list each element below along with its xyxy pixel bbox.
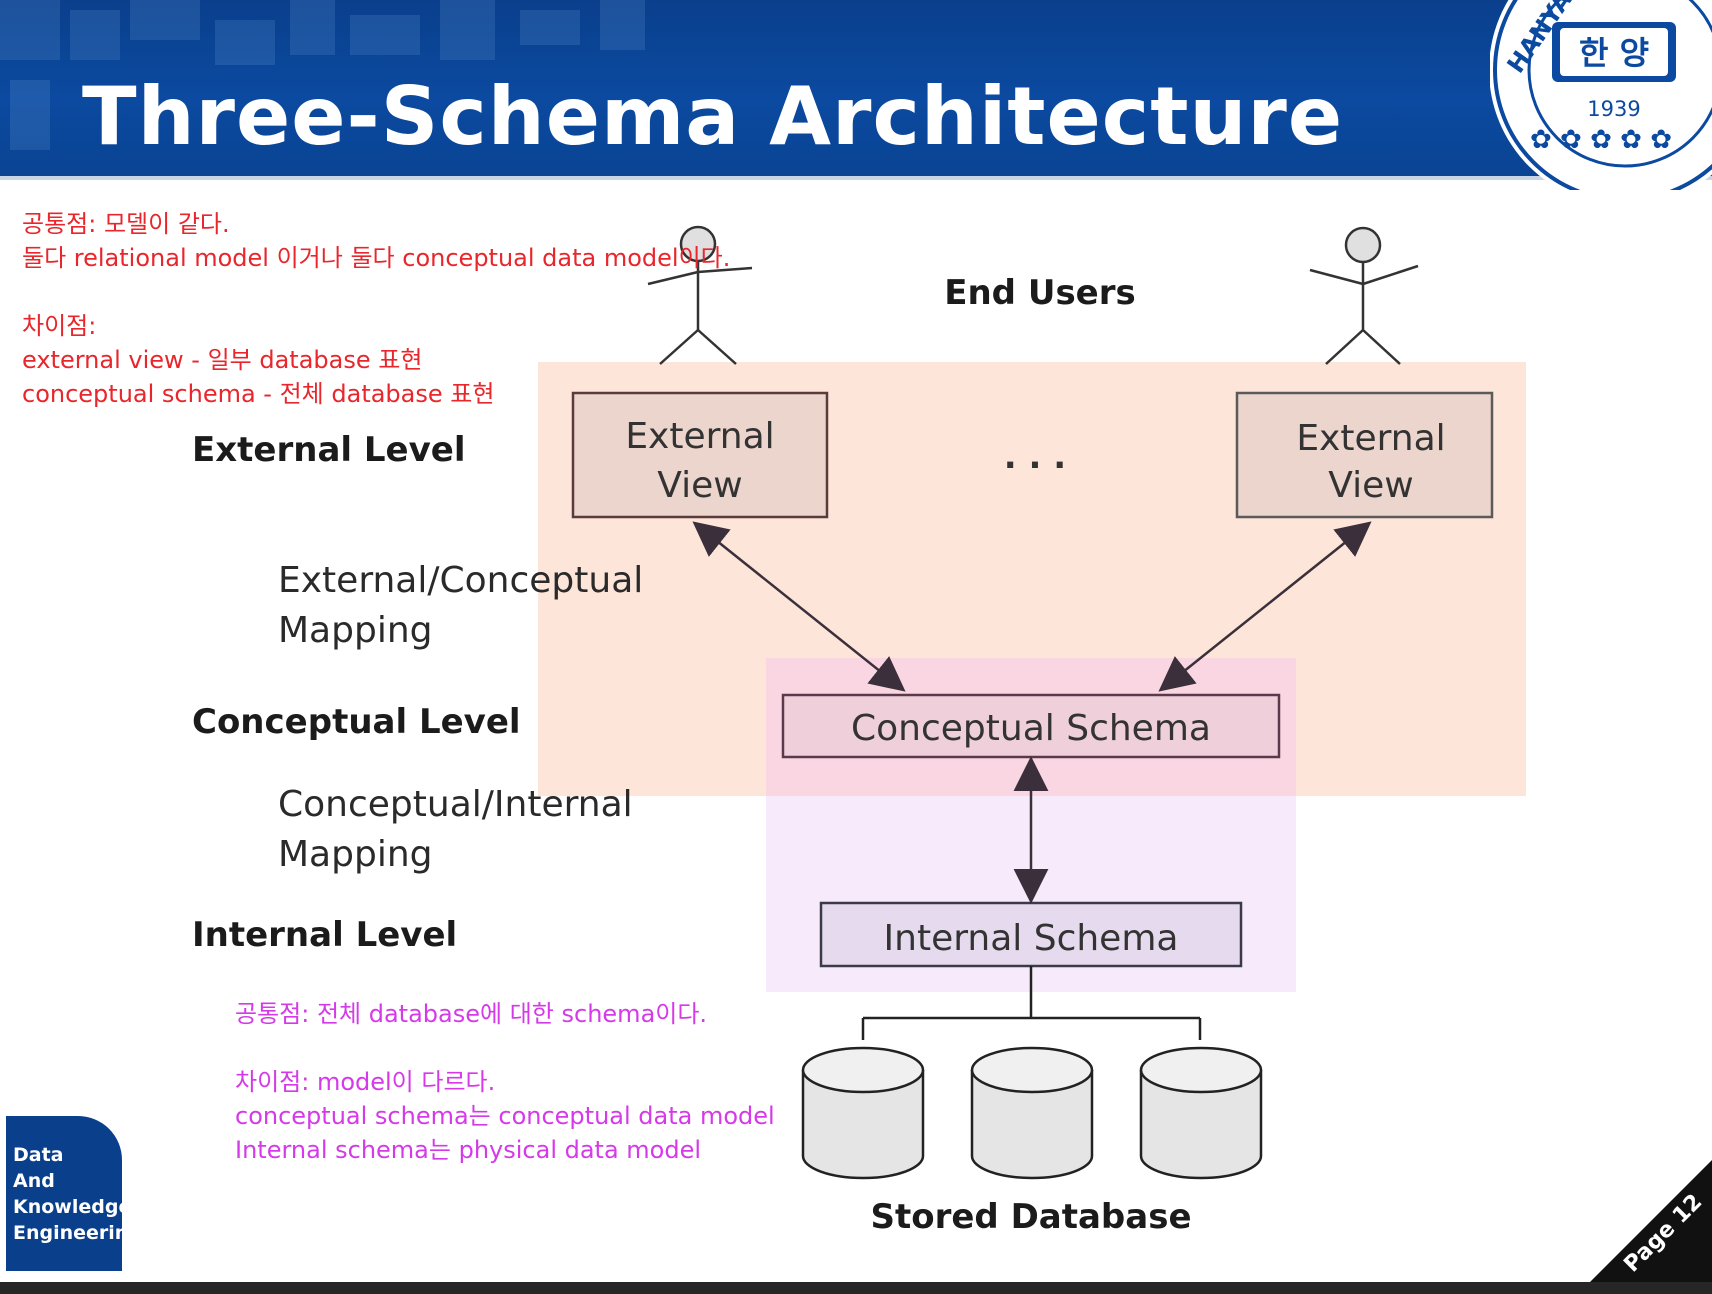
internal-schema-label: Internal Schema	[884, 918, 1179, 959]
database-connector-lines	[861, 966, 1202, 1040]
end-user-figure-2	[1309, 226, 1419, 365]
lab-name-line-3: Knowledge	[13, 1196, 132, 1218]
top-note-line-1: 공통점: 모델이 같다.	[22, 210, 230, 238]
footer-bar	[0, 1282, 1712, 1294]
end-user-figure-1	[647, 225, 753, 365]
stored-database-label: Stored Database	[870, 1197, 1191, 1237]
mapping-arrow-right	[1158, 521, 1372, 692]
bottom-note-line-4: conceptual schema는 conceptual data model	[235, 1102, 775, 1130]
database-cylinder-1	[801, 1046, 925, 1180]
bottom-annotation: 공통점: 전체 database에 대한 schema이다. 차이점: mode…	[235, 997, 775, 1167]
external-view-box-1	[571, 391, 829, 519]
page-title: Three-Schema Architecture	[82, 70, 1344, 163]
top-note-line-6: conceptual schema - 전체 database 표현	[22, 380, 495, 408]
slide-header: Three-Schema Architecture	[0, 0, 1712, 180]
seal-year: 1939	[1587, 97, 1640, 121]
database-cylinder-2	[970, 1046, 1094, 1180]
internal-level-label: Internal Level	[192, 915, 458, 955]
ellipsis-label: . . .	[1004, 437, 1066, 477]
external-view-2-line-2: View	[1328, 465, 1413, 506]
lab-name-line-4: Engineering	[13, 1222, 142, 1244]
conceptual-level-label: Conceptual Level	[192, 702, 521, 742]
external-view-2-line-1: External	[1296, 418, 1445, 459]
top-annotation: 공통점: 모델이 같다. 둘다 relational model 이거나 둘다 …	[22, 207, 730, 411]
bottom-note-line-5: Internal schema는 physical data model	[235, 1136, 702, 1164]
external-view-1-line-2: View	[657, 465, 742, 506]
lab-name-line-2: And	[13, 1170, 55, 1192]
internal-schema-box	[819, 901, 1243, 968]
top-note-line-5: external view - 일부 database 표현	[22, 346, 423, 374]
external-conceptual-mapping-line-1: External/Conceptual	[278, 560, 644, 601]
svg-text:✿ ✿ ✿ ✿ ✿: ✿ ✿ ✿ ✿ ✿	[1530, 125, 1672, 155]
mapping-arrow-left	[692, 521, 906, 692]
external-conceptual-mapping-line-2: Mapping	[278, 610, 433, 651]
conceptual-internal-mapping-line-2: Mapping	[278, 834, 433, 875]
end-users-label: End Users	[944, 273, 1136, 313]
external-level-label: External Level	[192, 430, 466, 470]
database-cylinder-3	[1139, 1046, 1263, 1180]
lab-badge: Data And Knowledge Engineering	[6, 1116, 142, 1271]
external-view-1-line-1: External	[625, 416, 774, 457]
external-conceptual-mapping-label: External/Conceptual Mapping	[278, 556, 643, 656]
top-note-line-2: 둘다 relational model 이거나 둘다 conceptual da…	[22, 244, 731, 272]
conceptual-internal-mapping-line-1: Conceptual/Internal	[278, 784, 633, 825]
lab-name-line-1: Data	[13, 1144, 64, 1166]
university-seal-logo: HANYANG 한 양 1939 ✿ ✿ ✿ ✿ ✿	[1490, 0, 1712, 190]
conceptual-internal-mapping-label: Conceptual/Internal Mapping	[278, 780, 633, 880]
conceptual-schema-box	[781, 693, 1281, 759]
bottom-note-line-3: 차이점: model이 다르다.	[235, 1068, 496, 1096]
external-view-box-2	[1235, 391, 1494, 519]
bottom-note-line-1: 공통점: 전체 database에 대한 schema이다.	[235, 1000, 708, 1028]
top-note-line-4: 차이점:	[22, 312, 97, 340]
conceptual-schema-label: Conceptual Schema	[851, 708, 1211, 749]
seal-korean-text: 한 양	[1579, 34, 1649, 72]
